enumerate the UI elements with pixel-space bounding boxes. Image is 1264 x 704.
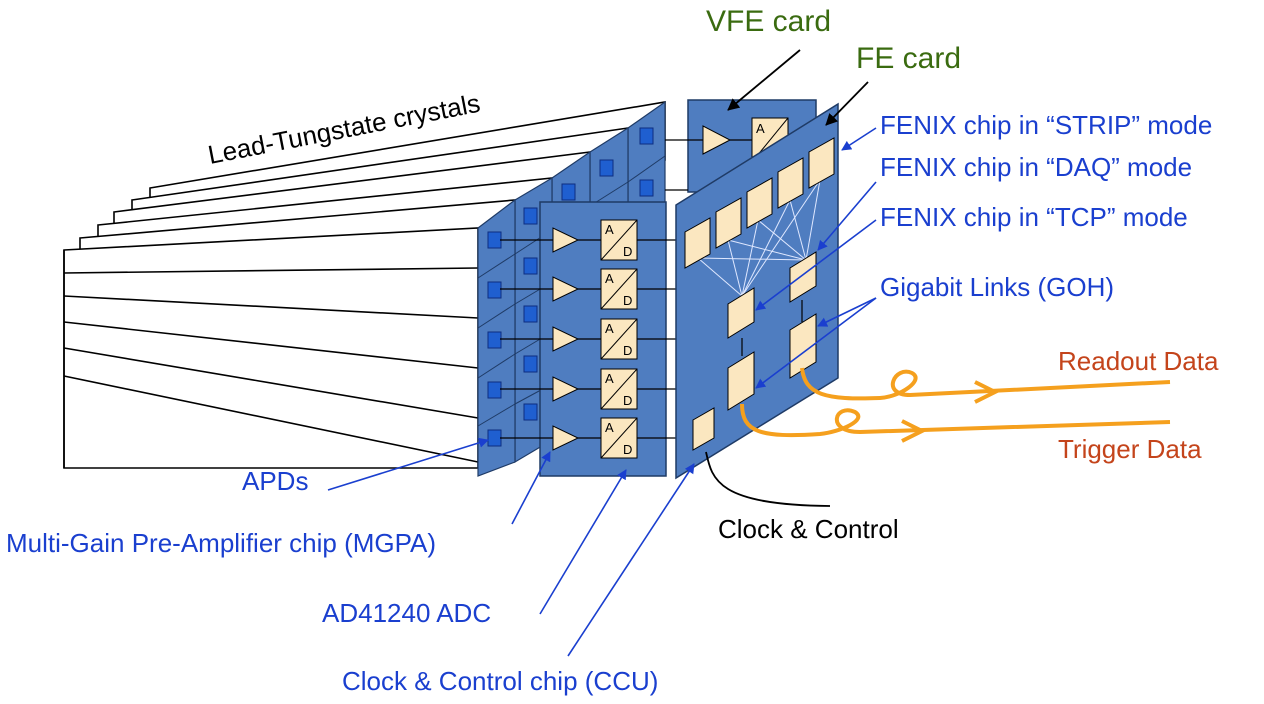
black-arrows (705, 49, 869, 507)
adc-divider (600, 318, 638, 360)
adc-divider (600, 268, 638, 310)
ccu-chip (692, 407, 715, 451)
fenix-strip-label: FENIX chip in “STRIP” mode (880, 110, 1212, 140)
gigabit-links-label: Gigabit Links (GOH) (880, 272, 1114, 302)
adc-d-label: D (623, 343, 632, 358)
fe-card-label: FE card (856, 42, 961, 75)
adc-divider (600, 219, 638, 261)
fe-card-fanout (697, 179, 821, 297)
readout-fiber (800, 367, 1171, 404)
fenix-tcp-chip (727, 287, 755, 339)
apds-label: APDs (242, 466, 308, 496)
mgpa-amplifier (552, 326, 580, 352)
clock-control-label: Clock & Control (718, 514, 899, 544)
fe-card-connectors (741, 300, 803, 356)
crystal-bundle (63, 101, 666, 469)
fenix-daq-label: FENIX chip in “DAQ” mode (880, 152, 1192, 182)
adc-a-label: A (605, 371, 614, 386)
trigger-data-label: Trigger Data (1058, 434, 1202, 464)
mgpa-amplifier (552, 276, 580, 302)
fenix-tcp-label: FENIX chip in “TCP” mode (880, 202, 1188, 232)
adc-label: AD41240 ADC (322, 598, 491, 628)
adc-divider (600, 417, 638, 459)
mgpa-amplifier (552, 425, 580, 451)
apd-squares (487, 127, 654, 447)
adc-divider (600, 368, 638, 410)
gigabit-link-chips (727, 313, 817, 411)
vfe-card-label: VFE card (706, 5, 831, 38)
adc-a-label: A (605, 420, 614, 435)
adc-a-label: A (605, 321, 614, 336)
fenix-daq-chip (789, 251, 817, 303)
adc-a-label: A (605, 271, 614, 286)
mgpa-amplifier (552, 227, 580, 253)
trigger-fiber (740, 403, 1171, 443)
mgpa-label: Multi-Gain Pre-Amplifier chip (MGPA) (6, 528, 436, 558)
adc-d-label: D (623, 442, 632, 457)
blue-arrows (327, 127, 877, 657)
adc-d-label: D (623, 293, 632, 308)
adc-a-label: A (605, 222, 614, 237)
fenix-strip-chips (684, 137, 835, 269)
adc-a-label: A (756, 121, 765, 136)
mgpa-amplifier (552, 376, 580, 402)
adc-d-label: D (623, 393, 632, 408)
readout-data-label: Readout Data (1058, 346, 1219, 376)
adc-d-label: D (623, 244, 632, 259)
ccu-label: Clock & Control chip (CCU) (342, 666, 658, 696)
